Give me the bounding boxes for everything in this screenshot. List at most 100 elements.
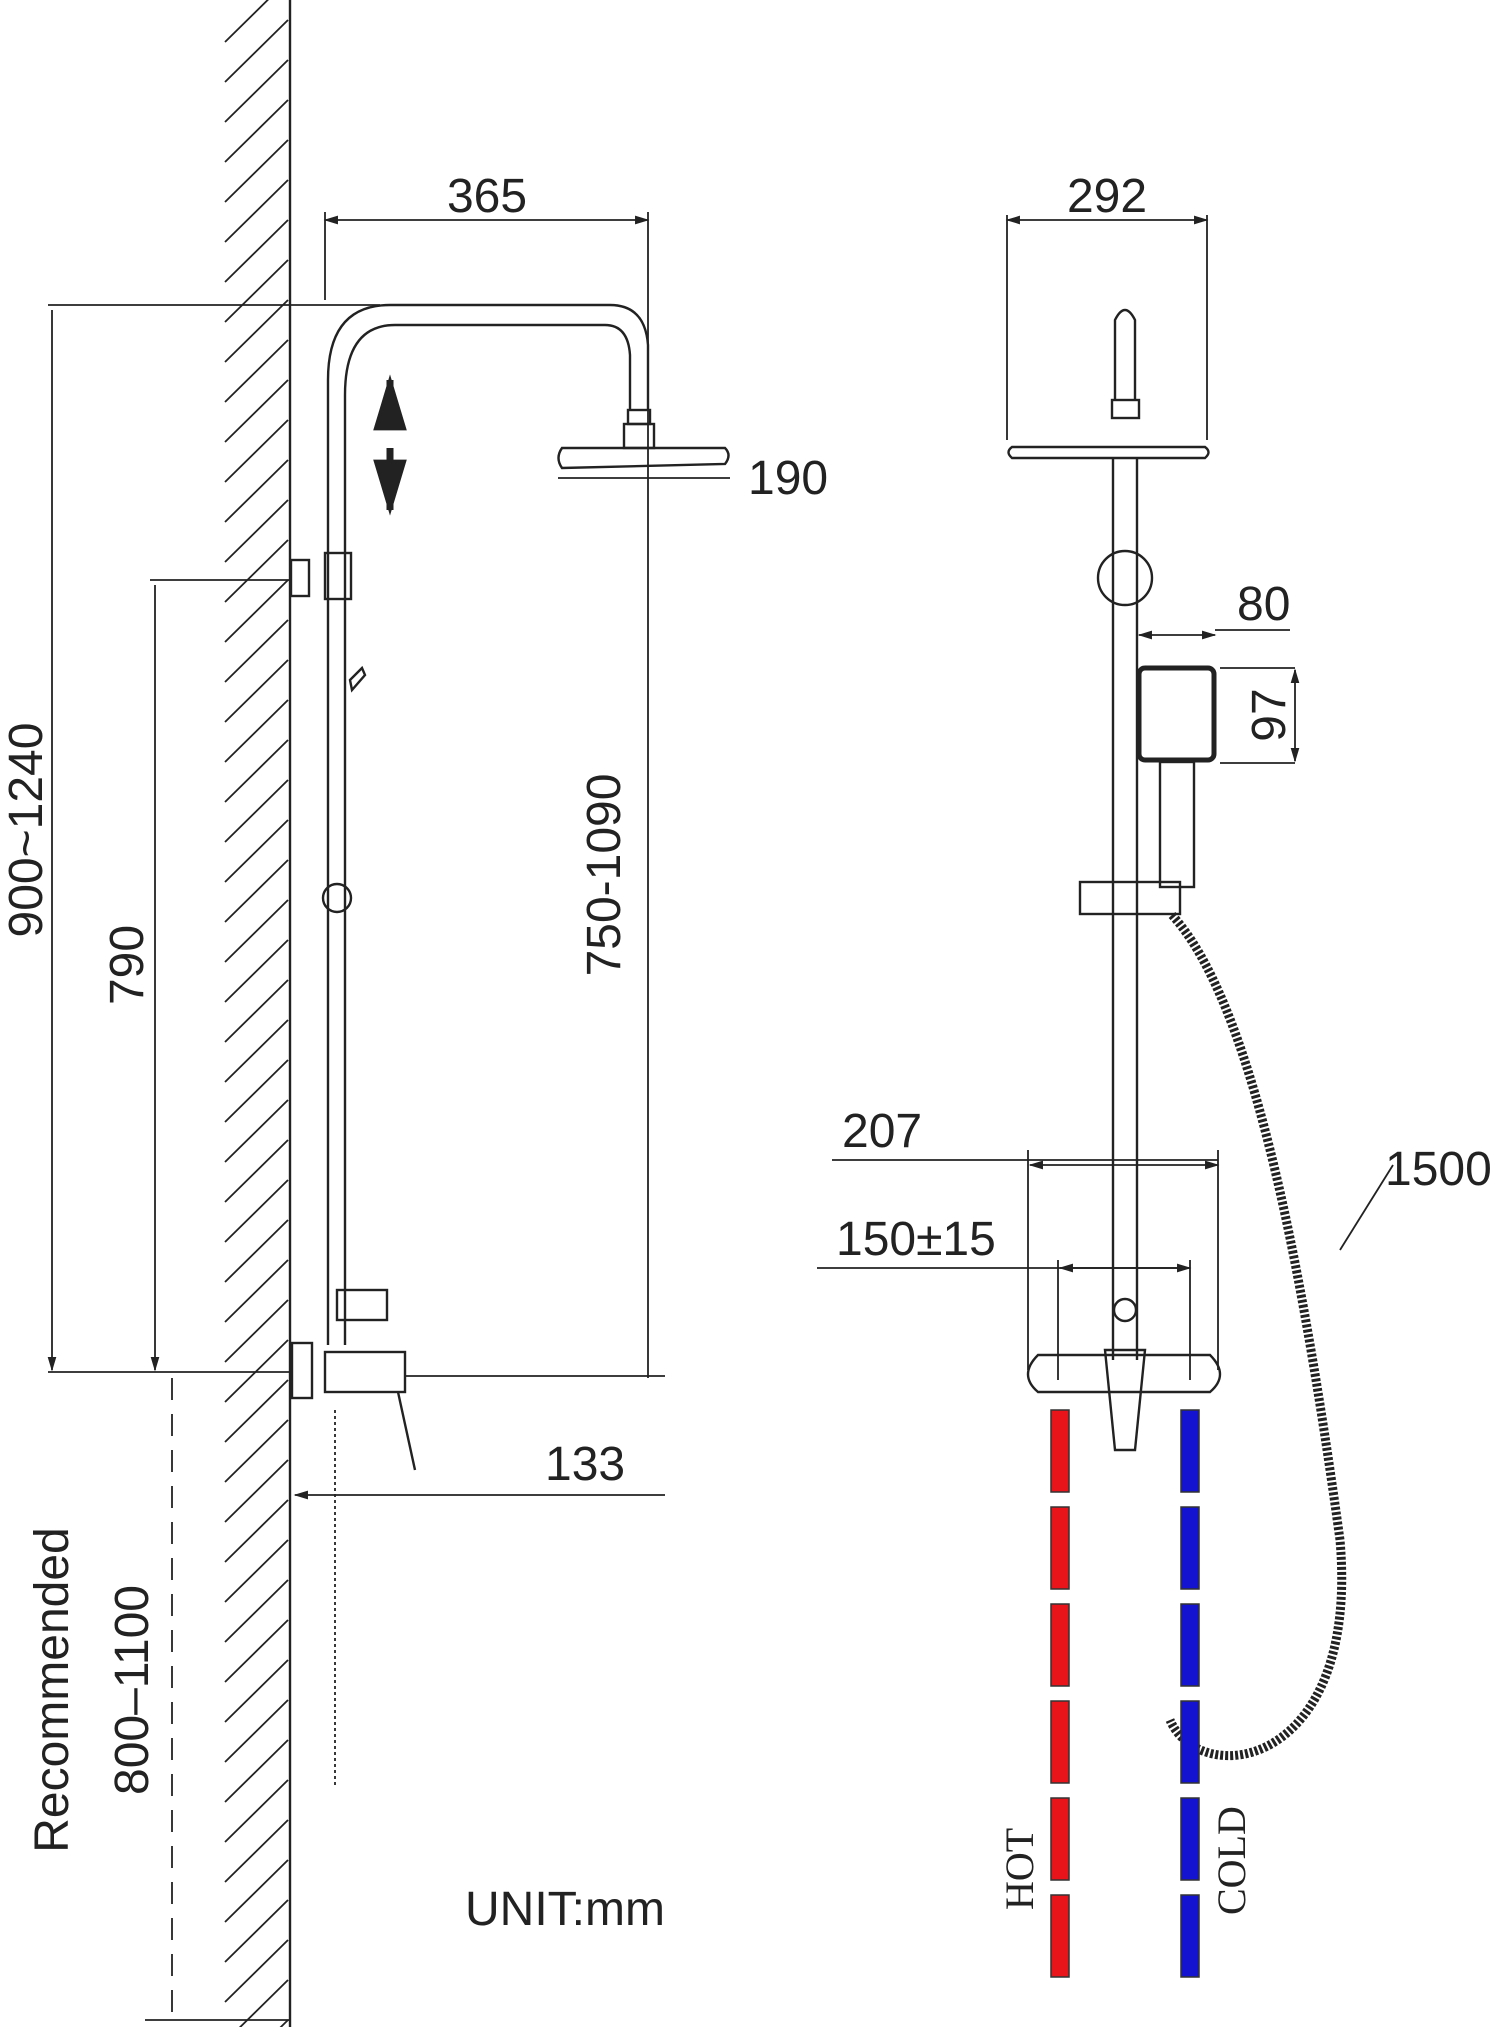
wall-hatch [224, 179, 289, 243]
hot-pipe-segment [1050, 1797, 1070, 1881]
wall-hatch [224, 979, 289, 1043]
wall-hatch [224, 579, 289, 643]
rain-shower-head [557, 446, 730, 470]
wall-hatch [224, 1259, 289, 1323]
wall-hatch [224, 1619, 289, 1683]
wall-hatch [224, 1939, 289, 2003]
wall-hatch [224, 859, 289, 923]
wall-hatch [224, 739, 289, 803]
wall-hatch [224, 459, 289, 523]
hot-pipe-segment [1050, 1506, 1070, 1590]
slide-bar-holder [1078, 880, 1182, 916]
wall-hatch [224, 0, 269, 43]
wall-hatch [224, 219, 289, 283]
cold-pipe-segment [1180, 1409, 1200, 1493]
wall-hatch [224, 939, 289, 1003]
wall-hatch [224, 259, 289, 323]
dim-head-width: 292 [1067, 170, 1147, 223]
wall-hatch [224, 1099, 289, 1163]
wall-hatch [224, 139, 289, 203]
wall-hatch [224, 19, 289, 83]
wall-hatch [224, 1379, 289, 1443]
wall-hatch [224, 1859, 289, 1923]
supply-pipes [1050, 1409, 1200, 1978]
hand-shower-front [1136, 665, 1217, 763]
wall-hatch [224, 779, 289, 843]
dim-mixer-projection: 133 [545, 1438, 625, 1491]
bracket-front [1096, 549, 1154, 607]
cold-pipe-segment [1180, 1603, 1200, 1687]
wall-hatch [224, 1499, 289, 1563]
wall-hatch [224, 1059, 289, 1123]
wall-hatch [224, 1819, 289, 1883]
wall-hatch [224, 1899, 289, 1963]
wall-hatch [224, 99, 289, 163]
wall-hatch [224, 1659, 289, 1723]
riser-front [1111, 458, 1139, 1360]
wall-hatch [224, 1339, 289, 1403]
wall-hatch [238, 1979, 289, 2027]
hot-label: HOT [997, 1828, 1042, 1910]
dim-adjustable-height: 750-1090 [578, 774, 631, 977]
cold-pipe-segment [1180, 1700, 1200, 1784]
cold-pipe-segment [1180, 1506, 1200, 1590]
wall-hatch [279, 2019, 289, 2027]
wall [224, 0, 292, 2027]
hot-pipe-segment [1050, 1894, 1070, 1978]
wall-hatch [224, 1539, 289, 1603]
side-view-shower [289, 303, 730, 1785]
dim-total-height: 900~1240 [0, 723, 53, 938]
unit-label: UNIT:mm [465, 1883, 665, 1936]
wall-hatch [224, 539, 289, 603]
dim-bracket-height: 790 [101, 925, 154, 1005]
wall-hatch [224, 339, 289, 403]
recommended-range: 800–1100 [106, 1585, 159, 1795]
hose-front [1165, 911, 1347, 1761]
wall-hatch [224, 419, 289, 483]
hot-pipe-segment [1050, 1603, 1070, 1687]
diverter [335, 1288, 389, 1322]
cold-pipe-segment [1180, 1797, 1200, 1881]
side-dimensions [47, 212, 730, 2021]
hand-shower-side [348, 665, 367, 693]
cold-label: COLD [1209, 1806, 1254, 1915]
dim-inlet-spacing: 150±15 [836, 1213, 996, 1266]
wall-hatch [224, 819, 289, 883]
wall-hatch [224, 1299, 289, 1363]
wall-hatch [224, 379, 289, 443]
wall-hatch [224, 1739, 289, 1803]
wall-hatch [224, 1019, 289, 1083]
dim-hand-shower-height: 97 [1243, 688, 1296, 741]
dim-arm-reach: 365 [447, 170, 527, 223]
slider [321, 882, 353, 914]
wall-hatch [224, 299, 289, 363]
wall-hatch [224, 1419, 289, 1483]
wall-hatch [224, 699, 289, 763]
hot-pipe-segment [1050, 1409, 1070, 1493]
front-dimensions [817, 629, 1394, 1380]
dim-hand-shower-width: 80 [1237, 578, 1290, 631]
mixer-front [1026, 1353, 1222, 1394]
dim-hose-length: 1500 [1385, 1143, 1492, 1196]
wall-hatch [224, 619, 289, 683]
wall-hatch [224, 59, 289, 123]
dim-mixer-width: 207 [842, 1105, 922, 1158]
wall-hatch [224, 659, 289, 723]
mixer-lever [1103, 1348, 1147, 1452]
rain-shower-head-front [1007, 445, 1210, 460]
dim-head-thickness: 190 [748, 452, 828, 505]
hot-pipe-segment [1050, 1700, 1070, 1784]
wall-hatch [224, 1139, 289, 1203]
wall-hatch [224, 899, 289, 963]
wall-hatch [224, 1699, 289, 1763]
wall-hatch [224, 1219, 289, 1283]
wall-hatch [224, 499, 289, 563]
side-mixer [323, 1350, 407, 1394]
wall-hatch [224, 1579, 289, 1643]
wall-hatch [224, 1779, 289, 1843]
recommended-label: Recommended [26, 1527, 79, 1853]
wall-hatch [224, 1459, 289, 1523]
wall-hatch [224, 1179, 289, 1243]
